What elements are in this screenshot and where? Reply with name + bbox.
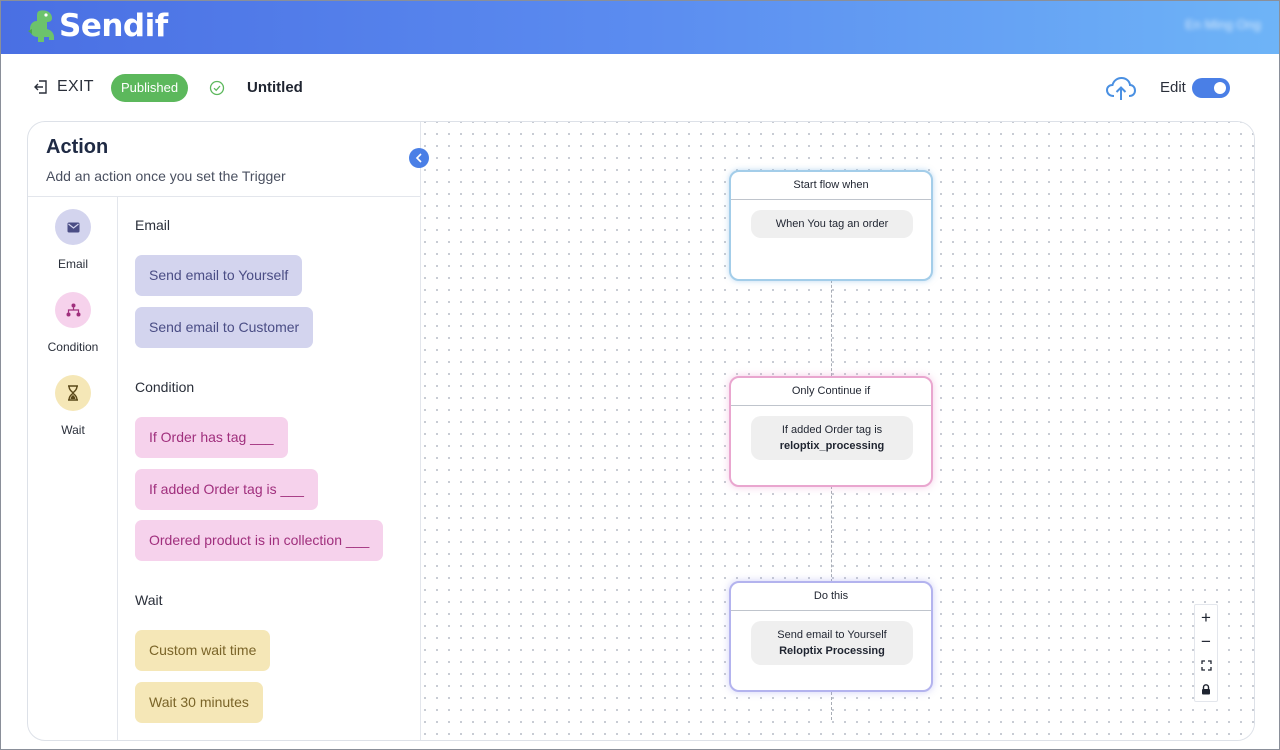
exit-icon	[34, 80, 47, 94]
fit-view-icon	[1200, 659, 1212, 671]
zoom-out-button[interactable]: −	[1195, 629, 1217, 653]
category-list: Email Condition	[28, 197, 118, 740]
category-email[interactable]: Email	[28, 209, 118, 271]
brand-name: Sendif	[59, 8, 168, 44]
flow-title[interactable]: Untitled	[247, 79, 303, 96]
flow-edge	[831, 486, 832, 582]
canvas-viewport: Start flow when When You tag an order On…	[435, 146, 1225, 720]
sidebar-subtitle: Add an action once you set the Trigger	[46, 168, 286, 184]
hourglass-icon	[68, 385, 78, 401]
node-detail-value: reloptix_processing	[779, 440, 885, 452]
category-condition[interactable]: Condition	[28, 292, 118, 354]
zoom-out-icon: −	[1201, 631, 1211, 651]
category-label: Condition	[47, 340, 99, 354]
node-detail-text: If added Order tag is	[781, 424, 883, 436]
action-wait-30-minutes[interactable]: Wait 30 minutes	[135, 682, 263, 723]
action-if-added-order-tag[interactable]: If added Order tag is ___	[135, 469, 318, 510]
lock-icon	[1202, 683, 1210, 694]
action-product-in-collection[interactable]: Ordered product is in collection ___	[135, 520, 384, 561]
node-detail-value: Reloptix Processing	[779, 645, 885, 657]
node-detail: Send email to Yourself Reloptix Processi…	[751, 621, 913, 665]
exit-button[interactable]: EXIT	[33, 78, 94, 96]
action-if-order-has-tag[interactable]: If Order has tag ___	[135, 417, 288, 458]
cloud-upload-icon[interactable]	[1105, 76, 1137, 102]
node-detail: If added Order tag is reloptix_processin…	[751, 416, 913, 460]
category-condition-badge	[55, 292, 91, 328]
fit-view-button[interactable]	[1195, 653, 1217, 677]
lock-button[interactable]	[1195, 677, 1217, 701]
flow-canvas[interactable]: Start flow when When You tag an order On…	[421, 122, 1254, 740]
condition-node[interactable]: Only Continue if If added Order tag is r…	[729, 376, 933, 487]
status-badge: Published	[111, 74, 189, 102]
edit-label: Edit	[1160, 79, 1186, 96]
category-wait-badge	[55, 375, 91, 411]
action-send-email-yourself[interactable]: Send email to Yourself	[135, 255, 303, 296]
toolbar: EXIT Published Untitled Edit	[1, 54, 1279, 120]
node-detail-text: When You tag an order	[775, 218, 889, 230]
exit-label: EXIT	[57, 78, 94, 95]
category-label: Wait	[61, 423, 85, 437]
brand[interactable]: Sendif	[25, 7, 168, 45]
category-email-badge	[55, 209, 91, 245]
flow-edge	[831, 692, 832, 720]
sidebar-header: Action Add an action once you set the Tr…	[28, 122, 421, 197]
category-wait[interactable]: Wait	[28, 375, 118, 437]
node-detail: When You tag an order	[751, 210, 913, 238]
edit-toggle[interactable]	[1192, 78, 1230, 98]
action-items: Email Send email to Yourself Send email …	[118, 197, 420, 740]
mail-icon	[67, 222, 79, 232]
node-header: Start flow when	[731, 172, 931, 200]
trigger-node[interactable]: Start flow when When You tag an order	[729, 170, 933, 281]
flow-edge	[831, 280, 832, 376]
group-title-wait: Wait	[135, 592, 163, 608]
action-send-email-customer[interactable]: Send email to Customer	[135, 307, 314, 348]
node-header: Only Continue if	[731, 378, 931, 406]
app-header: Sendif En Ming Ong	[1, 1, 1279, 54]
dinosaur-logo-icon	[28, 10, 54, 42]
toggle-knob	[1214, 82, 1226, 94]
zoom-in-button[interactable]: +	[1195, 605, 1217, 629]
action-node[interactable]: Do this Send email to Yourself Reloptix …	[729, 581, 933, 692]
zoom-controls: + −	[1194, 604, 1218, 702]
chevron-left-icon	[415, 153, 422, 163]
group-title-email: Email	[135, 217, 171, 233]
check-circle-icon	[209, 80, 225, 96]
collapse-sidebar-button[interactable]	[409, 148, 429, 168]
action-sidebar: Action Add an action once you set the Tr…	[28, 122, 421, 740]
user-name[interactable]: En Ming Ong	[1185, 17, 1261, 32]
action-custom-wait-time[interactable]: Custom wait time	[135, 630, 271, 671]
node-header: Do this	[731, 583, 931, 611]
category-label: Email	[57, 257, 88, 271]
sidebar-title: Action	[46, 136, 109, 158]
builder-panel: Action Add an action once you set the Tr…	[27, 121, 1255, 741]
hierarchy-icon	[66, 303, 80, 317]
node-detail-text: Send email to Yourself	[777, 629, 887, 641]
group-title-condition: Condition	[135, 379, 195, 395]
zoom-in-icon: +	[1201, 607, 1211, 627]
